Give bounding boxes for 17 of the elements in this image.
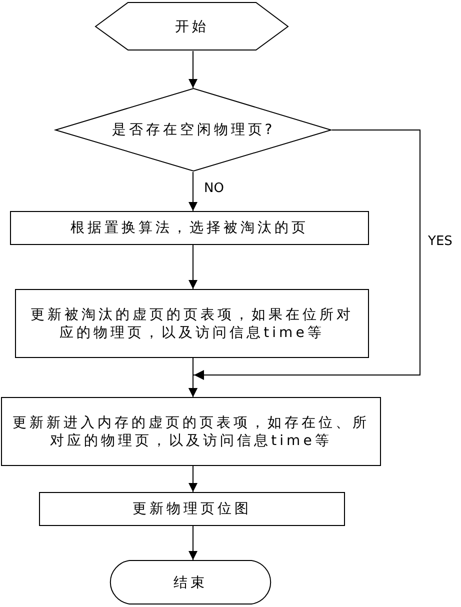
arrow <box>188 526 198 560</box>
step-text: 更新被淘汰的虚页的页表项，如果在位所对应的物理页，以及访问信息time等 <box>30 306 354 342</box>
step-text: 结束 <box>174 574 208 592</box>
process-box <box>10 211 369 245</box>
step-text: 开始 <box>175 18 209 36</box>
process-box <box>39 492 345 526</box>
arrow <box>188 50 198 88</box>
arrow <box>188 244 198 290</box>
step-text: 更新物理页位图 <box>132 500 252 518</box>
step-text: 根据置换算法，选择被淘汰的页 <box>70 219 308 237</box>
process-box <box>1 397 381 466</box>
arrow <box>188 172 198 212</box>
arrow <box>188 466 198 492</box>
process-box <box>15 289 369 358</box>
step-text: 是否存在空闲物理页? <box>112 121 276 139</box>
step-text: 更新新进入内存的虚页的页表项，如存在位、所对应的物理页，以及访问信息time等 <box>12 414 370 450</box>
arrow <box>188 358 198 398</box>
